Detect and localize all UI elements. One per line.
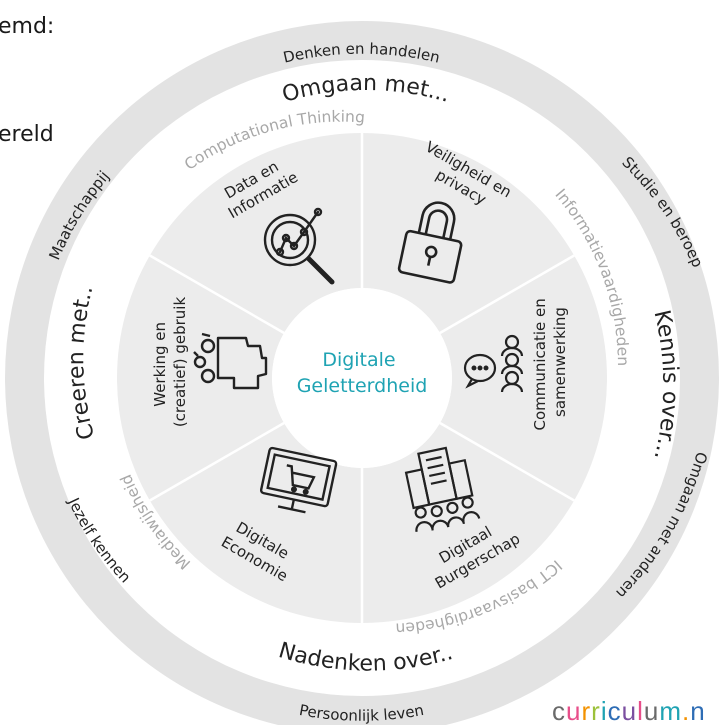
logo-letter: c [607,696,622,726]
svg-text:Werking en (creatief) ge: Werking en (creatief) gebruik [151,297,189,428]
segment-shape-communicatie [439,255,607,501]
center-circle [272,288,452,468]
segment-communicatie: Communicatie en samenwerking [463,293,569,431]
curriculum-logo: curriculum.n [552,696,706,727]
segment-shape-burgerschap [362,423,575,623]
center-title-line-1: Digitale [322,349,395,371]
logo-letter: r [591,696,601,726]
logo-letter: m [659,696,682,726]
logo-letter: i [600,696,608,726]
partial-text-middle: ereld [0,122,54,147]
partial-text-top: emd: [0,14,55,39]
hand-gears-icon [193,332,268,390]
logo-letter: u [621,696,638,726]
people-chat-icon [463,334,524,393]
segment-communicatie-label-1: Communicatie en [531,298,549,430]
logo-letter: c [552,696,566,726]
segment-shape-economie [149,423,362,623]
logo-letter: u [643,696,660,726]
segment-shape-werking [116,255,285,501]
segment-divider [149,254,285,335]
svg-text:Communicatie en samenwer: Communicatie en samenwerking [531,293,569,430]
center-title-line-2: Geletterdheid [297,375,428,397]
logo-letter: . [681,696,691,726]
segment-werking-label-1: Werking en [151,322,169,407]
logo-letter: r [581,696,592,726]
segment-communicatie-label-2: samenwerking [551,307,569,417]
segment-shape-data [149,133,362,333]
segment-divider [149,421,285,502]
segment-werking: Werking en (creatief) gebruik [151,297,268,428]
segment-group [116,133,607,623]
monitor-cart-icon [259,446,338,514]
padlock-icon [397,201,463,284]
logo-letter: n [690,696,706,726]
segment-divider [439,254,575,335]
segment-dividers [149,133,575,623]
segment-divider [439,421,575,502]
segment-werking-label-2: (creatief) gebruik [171,297,189,428]
center-title: Digitale Geletterdheid [297,349,428,397]
government-building-icon [404,446,481,533]
logo-letter: l [637,696,644,726]
segment-shape-privacy [362,133,575,333]
magnifier-chart-icon [263,207,335,285]
logo-letter: u [566,696,582,726]
outer-label-persoonlijk: Persoonlijk leven [298,701,425,725]
